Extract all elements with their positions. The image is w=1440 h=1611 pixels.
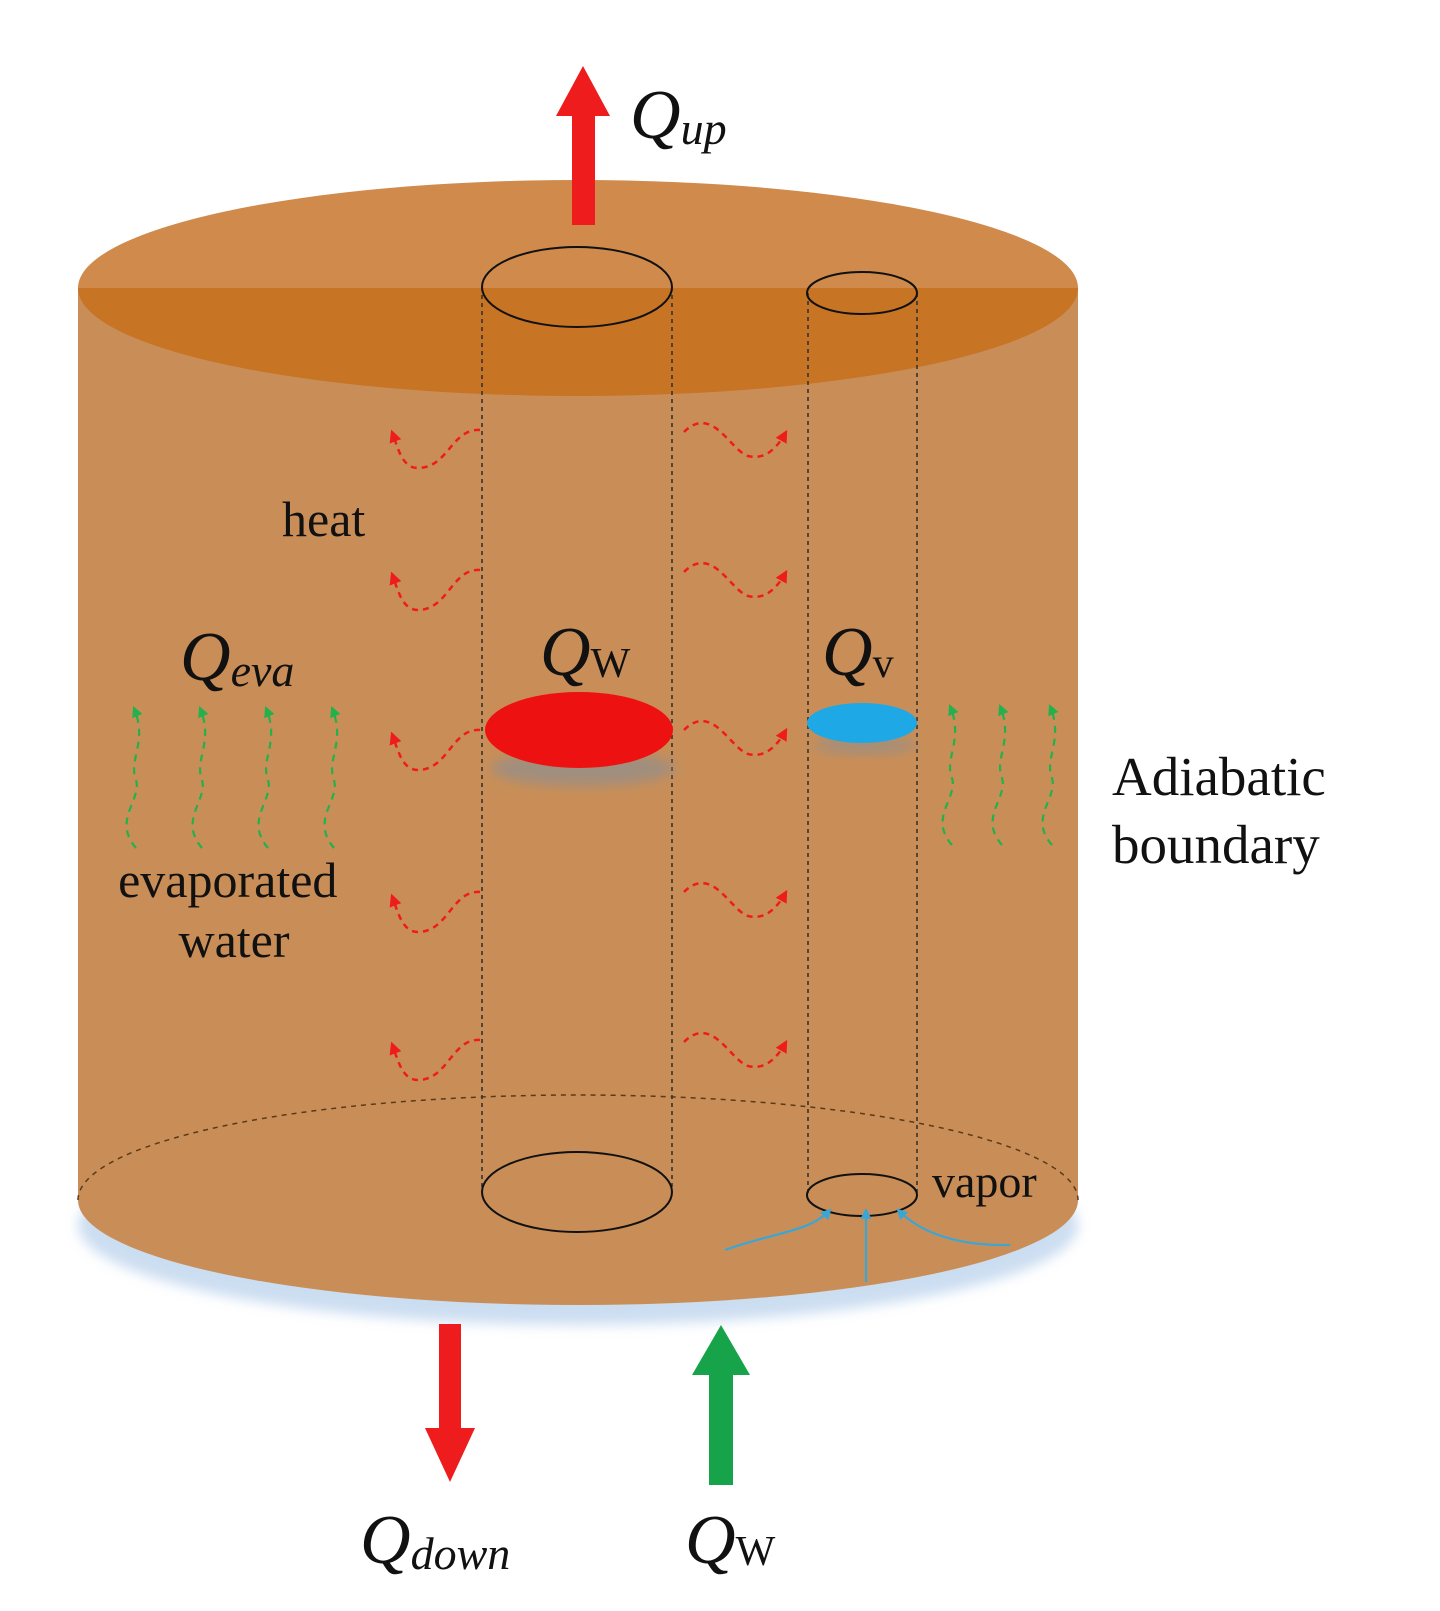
heat-label: heat (282, 491, 365, 547)
evaporation-arrows-right (941, 703, 1059, 846)
vapor-node (807, 703, 917, 743)
heat-arrows-right (683, 422, 788, 1069)
heat-down-arrow (425, 1324, 475, 1482)
q-eva-label: Qeva (180, 619, 294, 696)
cylinder-top-upper (78, 180, 1078, 288)
cylinder-body (78, 288, 1078, 1305)
water-heat-node (485, 692, 673, 768)
evaporation-arrows-left (125, 705, 341, 849)
water-in-arrow (692, 1325, 750, 1485)
vapor-inflow-arrows (724, 1207, 1011, 1282)
bottom-hidden-rim (77, 1094, 1079, 1201)
evaporated-water-label: evaporated water (118, 852, 350, 968)
cylinder-top-lower-band (78, 288, 1078, 396)
water-pipe-top-opening (481, 246, 673, 328)
q-up-label: Qup (630, 77, 727, 154)
adiabatic-boundary-label: Adiabatic boundary (1112, 746, 1340, 875)
water-pipe-bottom-opening (481, 1151, 673, 1233)
heat-up-arrow (556, 66, 610, 225)
q-w-node-label: QW (540, 614, 631, 691)
q-down-label: Qdown (360, 1502, 510, 1579)
water-pipe (481, 246, 673, 1233)
vapor-label: vapor (932, 1156, 1037, 1207)
q-w-inflow-label: QW (685, 1502, 776, 1579)
vapor-pipe-top-opening (806, 271, 918, 315)
cylinder (77, 180, 1079, 1325)
q-v-label: Qv (822, 614, 894, 691)
